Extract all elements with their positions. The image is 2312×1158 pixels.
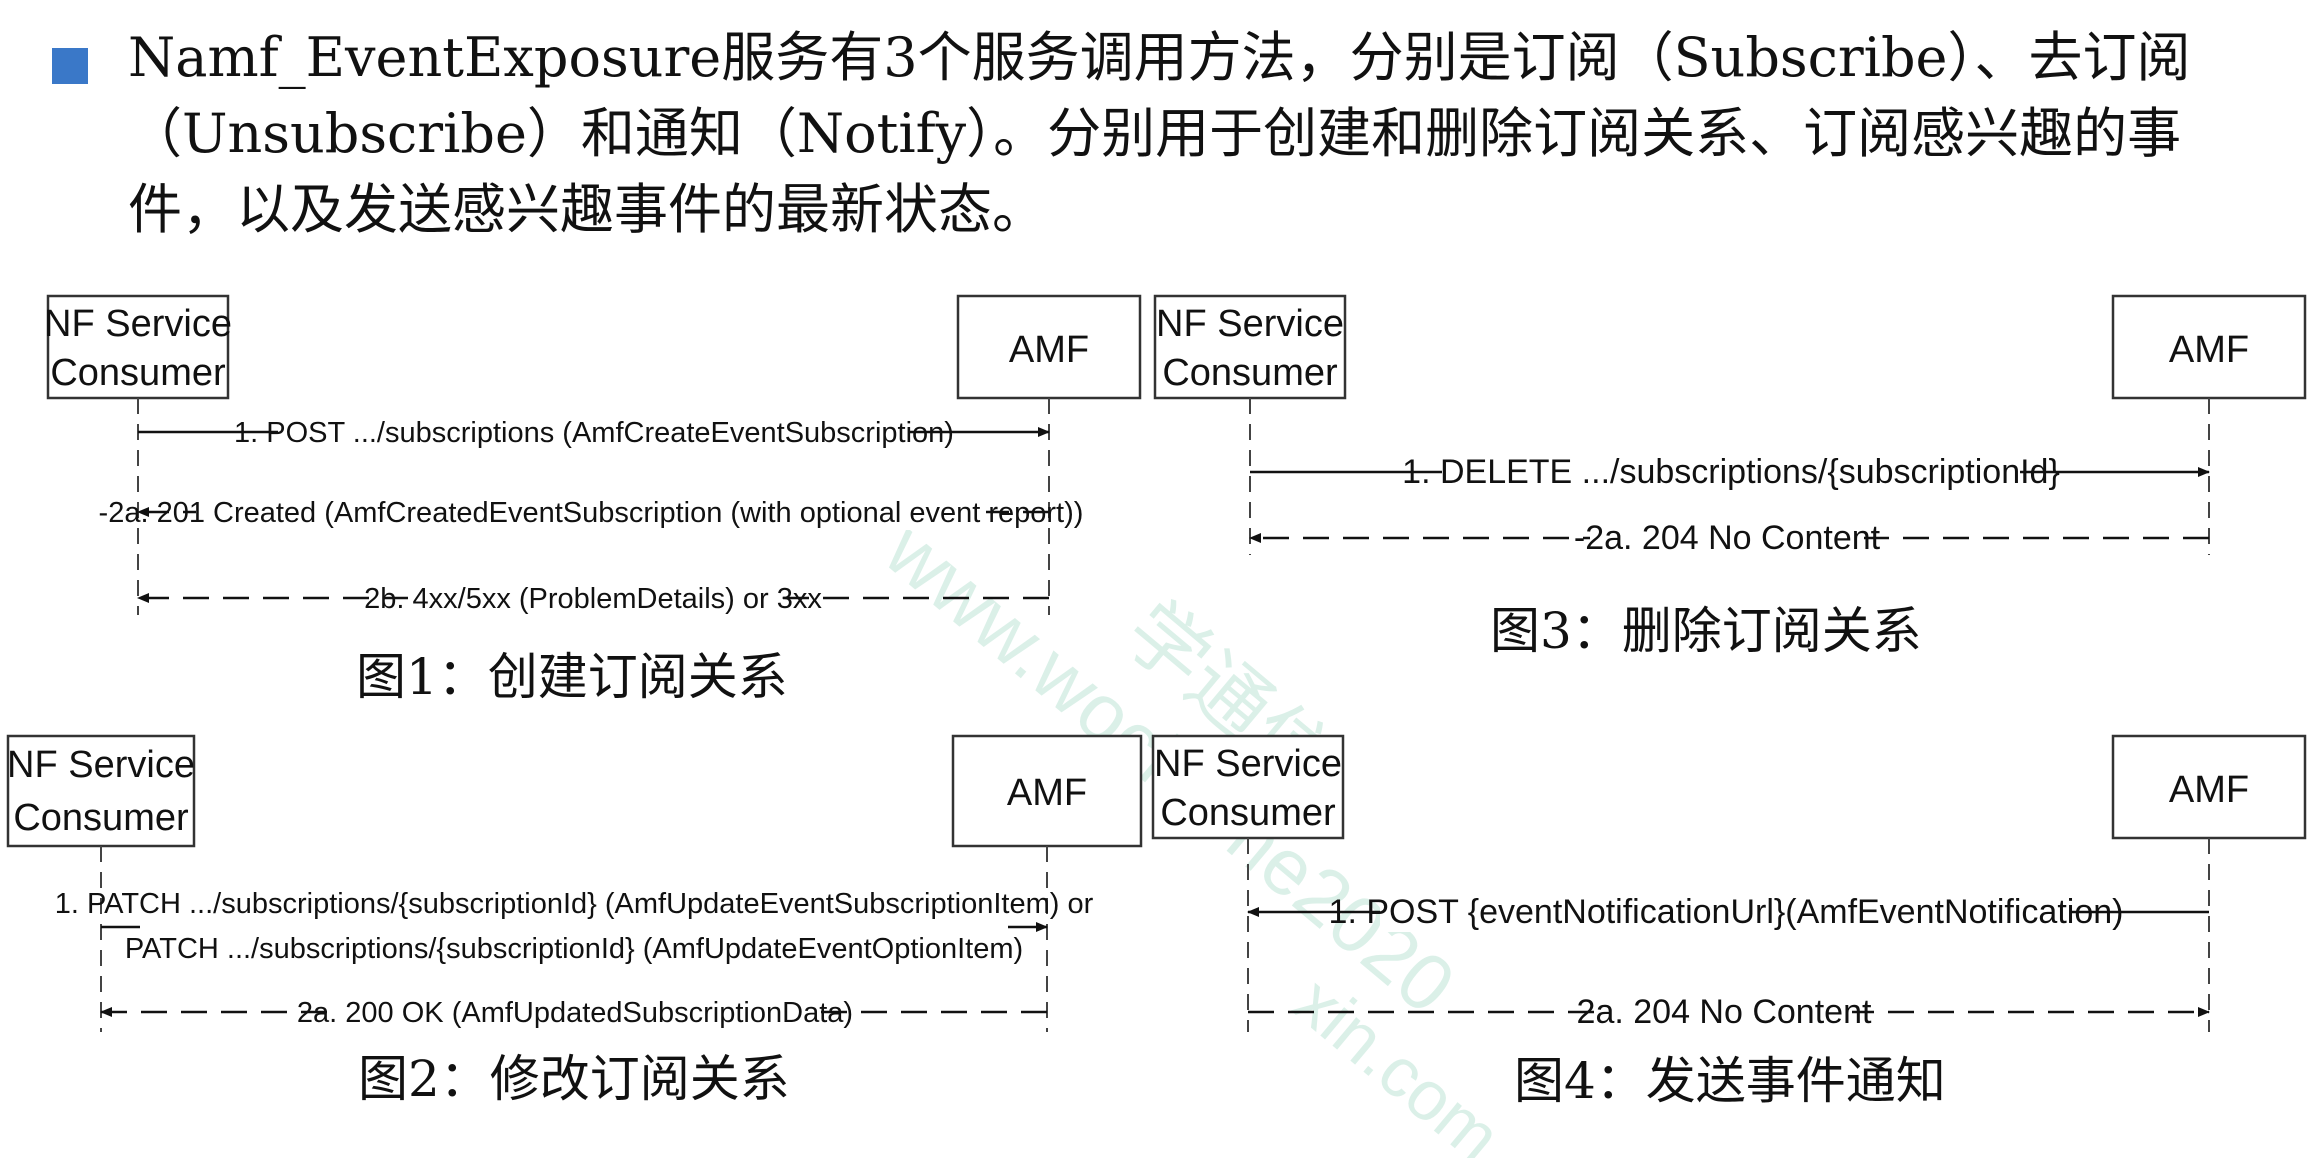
figure-1: NF Service Consumer AMF 1. POST .../subs… — [44, 294, 1142, 706]
amf-box — [956, 294, 1142, 400]
fig1-msg2b-label: 2b. 4xx/5xx (ProblemDetails) or 3xx — [364, 583, 822, 615]
consumer-label-line2: Consumer — [13, 797, 189, 839]
figure-4: NF Service Consumer AMF 1. POST {eventNo… — [1151, 734, 2307, 1110]
fig1-msg2a-label: -2a. 201 Created (AmfCreatedEventSubscri… — [99, 497, 1084, 529]
fig3-msg2a-label: -2a. 204 No Content — [1574, 519, 1881, 557]
consumer-box — [1151, 734, 1345, 840]
consumer-box — [46, 294, 230, 400]
fig2-msg1-label-line1: 1. PATCH .../subscriptions/{subscription… — [55, 888, 1094, 920]
fig2-msg2a-label: 2a. 200 OK (AmfUpdatedSubscriptionData) — [297, 997, 853, 1029]
consumer-label-line2: Consumer — [50, 352, 226, 394]
consumer-label-line1: NF Service — [44, 303, 232, 345]
fig3-msg1-label: 1. DELETE .../subscriptions/{subscriptio… — [1402, 453, 2060, 491]
consumer-label-line2: Consumer — [1162, 352, 1338, 394]
fig1-caption: 图1：创建订阅关系 — [356, 648, 788, 706]
amf-label: AMF — [2169, 769, 2249, 811]
amf-box — [2111, 294, 2307, 400]
figure-3: NF Service Consumer AMF 1. DELETE .../su… — [1153, 294, 2307, 660]
consumer-label-line1: NF Service — [7, 744, 195, 786]
fig4-msg1-label: 1. POST {eventNotificationUrl}(AmfEventN… — [1329, 893, 2124, 931]
consumer-label-line1: NF Service — [1156, 303, 1344, 345]
amf-box — [951, 734, 1143, 848]
consumer-label-line1: NF Service — [1154, 743, 1342, 785]
fig3-caption: 图3：删除订阅关系 — [1490, 602, 1922, 660]
amf-label: AMF — [1007, 772, 1087, 814]
bullet-square — [52, 48, 88, 84]
intro-paragraph: Namf_EventExposure服务有3个服务调用方法，分别是订阅（Subs… — [128, 26, 2191, 241]
consumer-box — [6, 734, 196, 848]
consumer-box — [1153, 294, 1347, 400]
figure-2: NF Service Consumer AMF 1. PATCH .../sub… — [6, 734, 1143, 1108]
fig1-msg1-label: 1. POST .../subscriptions (AmfCreateEven… — [234, 417, 954, 449]
amf-label: AMF — [2169, 329, 2249, 371]
fig2-caption: 图2：修改订阅关系 — [358, 1050, 790, 1108]
consumer-label-line2: Consumer — [1160, 792, 1336, 834]
fig2-msg1-label-line2: PATCH .../subscriptions/{subscriptionId}… — [125, 933, 1023, 965]
fig4-caption: 图4：发送事件通知 — [1514, 1052, 1946, 1110]
amf-label: AMF — [1009, 329, 1089, 371]
fig4-msg2a-label: 2a. 204 No Content — [1577, 993, 1872, 1031]
